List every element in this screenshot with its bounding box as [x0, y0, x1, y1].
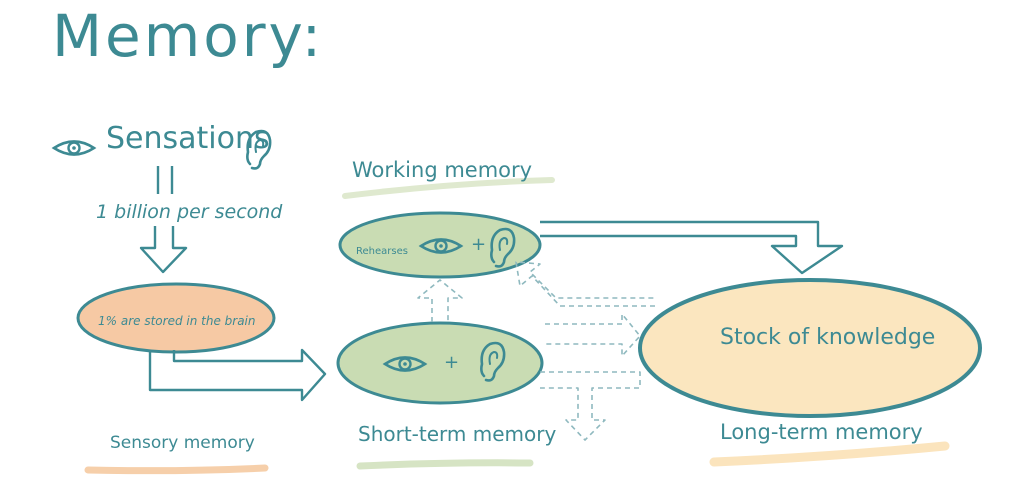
working-oval-text: Rehearses: [356, 246, 408, 257]
sensory-to-shortterm-arrow: [148, 348, 327, 402]
working-underline: [342, 177, 555, 199]
longterm-oval: [638, 278, 982, 418]
page-title: Memory:: [52, 2, 325, 70]
working-plus: +: [471, 234, 487, 255]
shortterm-label: Short-term memory: [358, 422, 557, 446]
short-underline: [356, 459, 534, 470]
long-underline: [709, 441, 950, 467]
sensory-label: Sensory memory: [110, 433, 255, 453]
sensations-eye-icon: [52, 140, 96, 156]
shortterm-forget-dashed-arrow: [540, 371, 641, 441]
longterm-to-working-dashed-arrow: [515, 261, 655, 307]
sensations-label: Sensations: [106, 121, 270, 156]
sensory-underline: [84, 464, 269, 475]
longterm-to-shortterm-dashed-arrow: [545, 313, 641, 357]
working-label: Working memory: [352, 158, 533, 182]
sensations-to-sensory-arrow: [139, 226, 188, 274]
shortterm-plus: +: [444, 352, 460, 373]
working-to-longterm-arrow: [540, 220, 844, 275]
sensations-rate: 1 billion per second: [96, 201, 283, 223]
shortterm-oval: [336, 321, 544, 405]
sensory-oval: [76, 282, 276, 354]
sensory-oval-text: 1% are stored in the brain: [98, 314, 256, 328]
longterm-oval-text: Stock of knowledge: [720, 325, 936, 350]
shortterm-to-working-dashed-arrow: [417, 279, 463, 322]
longterm-label: Long-term memory: [720, 420, 923, 444]
